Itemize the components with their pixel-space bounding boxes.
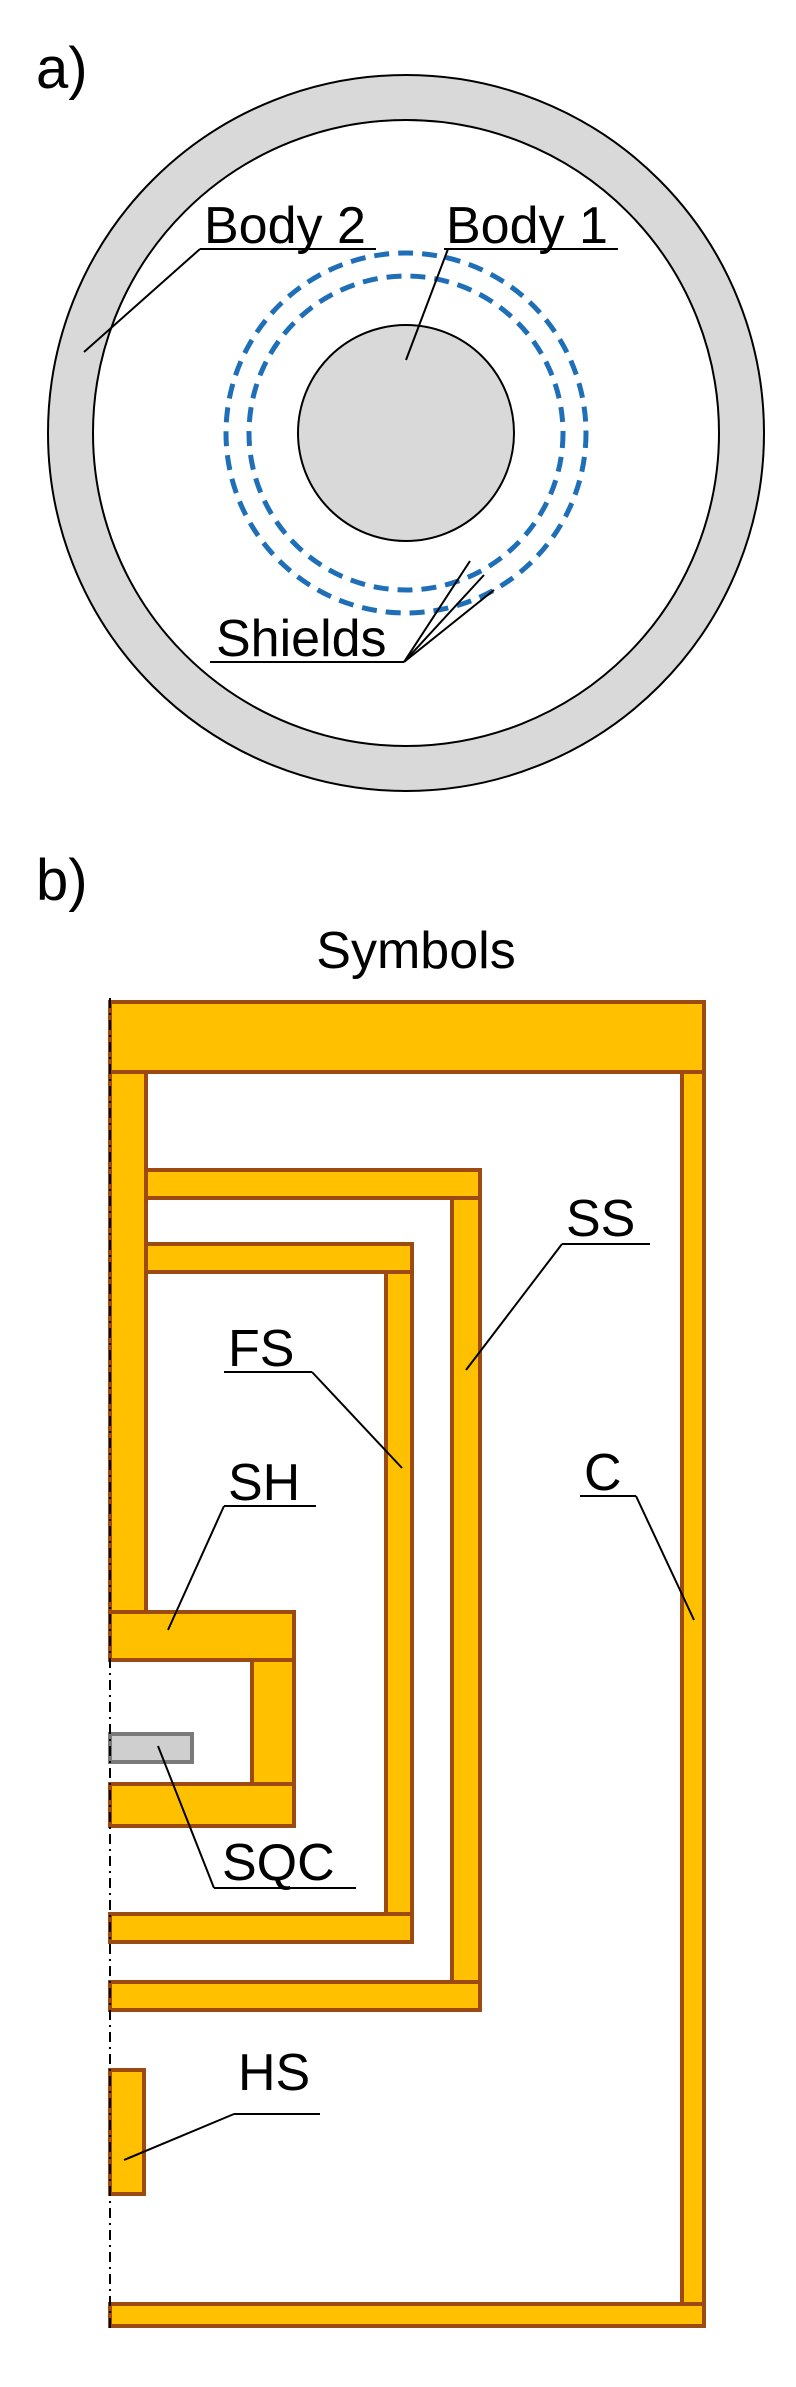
label-ss: SS (566, 1190, 635, 1248)
leader-body-1 (405, 248, 449, 361)
c-bottom (108, 2302, 706, 2328)
leader-sh (167, 1505, 225, 1631)
shield-outer (223, 250, 589, 616)
part-c (108, 1000, 706, 2328)
fs-top (144, 1242, 414, 1274)
ss-top (144, 1168, 482, 1200)
label-body-1: Body 1 (446, 197, 608, 255)
panel-b-title: Symbols (316, 922, 515, 980)
label-body-2: Body 2 (204, 197, 366, 255)
panel-b: b) Symbols (36, 848, 706, 2330)
sh-top (108, 1610, 296, 1662)
fs-bottom (108, 1912, 414, 1944)
leader-c (635, 1495, 695, 1621)
leader-ss (465, 1243, 563, 1371)
shield-inner (246, 273, 566, 593)
label-fs: FS (228, 1320, 294, 1378)
label-c: C (584, 1444, 622, 1502)
leader-fs (311, 1371, 403, 1469)
label-sqc: SQC (222, 1834, 335, 1892)
c-lid (108, 1000, 706, 1074)
part-hs (108, 2068, 146, 2196)
part-ss (108, 1168, 482, 2012)
leader-shields-3 (403, 589, 495, 663)
part-sh (108, 1610, 296, 1828)
ss-bottom (108, 1980, 482, 2012)
sh-right (250, 1658, 296, 1786)
fs-right (384, 1270, 414, 1944)
sh-bottom (108, 1782, 296, 1828)
panel-a-tag: a) (36, 36, 88, 101)
label-shields: Shields (216, 610, 387, 668)
part-fs (108, 1242, 414, 1944)
leader-shields-2 (403, 574, 485, 663)
panel-a: a) Body 2 Body 1 Shields (36, 36, 765, 792)
label-hs: HS (238, 2044, 310, 2102)
c-left-wall (108, 1070, 148, 1614)
body-1 (297, 324, 515, 542)
leader-sqc (157, 1745, 215, 1889)
leader-body-2 (83, 248, 201, 353)
panel-b-tag: b) (36, 848, 88, 913)
leader-hs (123, 2113, 235, 2161)
leader-shields-1 (403, 560, 471, 663)
c-right-wall (680, 1070, 706, 2328)
ss-right (450, 1196, 482, 2012)
part-sqc (108, 1732, 194, 1764)
label-sh: SH (228, 1454, 300, 1512)
